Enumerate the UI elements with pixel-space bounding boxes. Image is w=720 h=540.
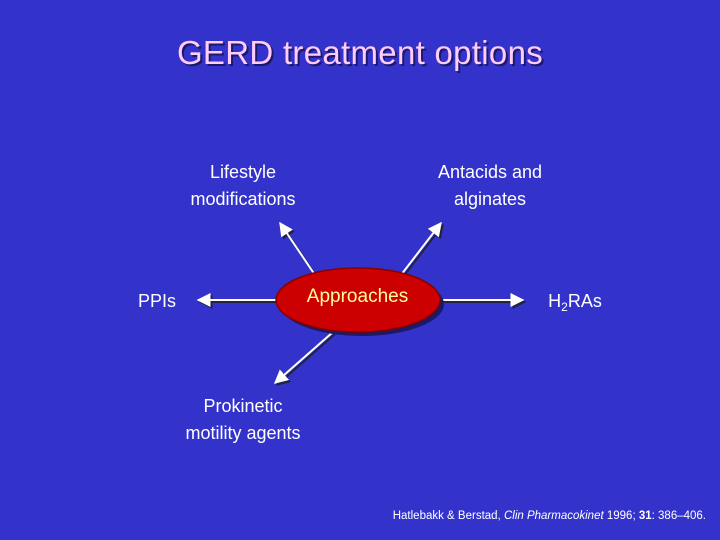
node-antacids: Antacids and alginates [405,159,575,213]
node-antacids-line1: Antacids and [437,162,543,182]
citation-year: 1996; [603,510,639,522]
node-prokinetic-line2: motility agents [185,423,301,443]
slide-title: GERD treatment options [176,34,544,71]
arrow-prokinetic [273,331,334,384]
citation-volume: 31 [638,510,652,522]
node-lifestyle: Lifestyle modifications [163,159,323,213]
h2ras-suffix: RAs [567,291,602,311]
citation: Hatlebakk & Berstad, Clin Pharmacokinet … [393,510,706,522]
node-h2ras: H2RAs [535,288,615,321]
center-label: Approaches [306,286,409,307]
node-prokinetic-line1: Prokinetic [203,396,283,416]
arrow-lifestyle [279,221,316,276]
node-prokinetic: Prokinetic motility agents [163,393,323,447]
node-lifestyle-line2: modifications [190,189,296,209]
node-antacids-line2: alginates [453,189,527,209]
node-ppis: PPIs [137,291,176,311]
center-ellipse [275,267,441,333]
node-lifestyle-line1: Lifestyle [209,162,277,182]
h2ras-prefix: H [548,291,562,311]
citation-journal: Clin Pharmacokinet [503,510,604,522]
citation-pages: : 386–406. [651,510,706,522]
h2ras-sub: 2 [561,300,568,314]
arrow-antacids [400,221,442,276]
citation-authors: Hatlebakk & Berstad, [392,510,504,522]
